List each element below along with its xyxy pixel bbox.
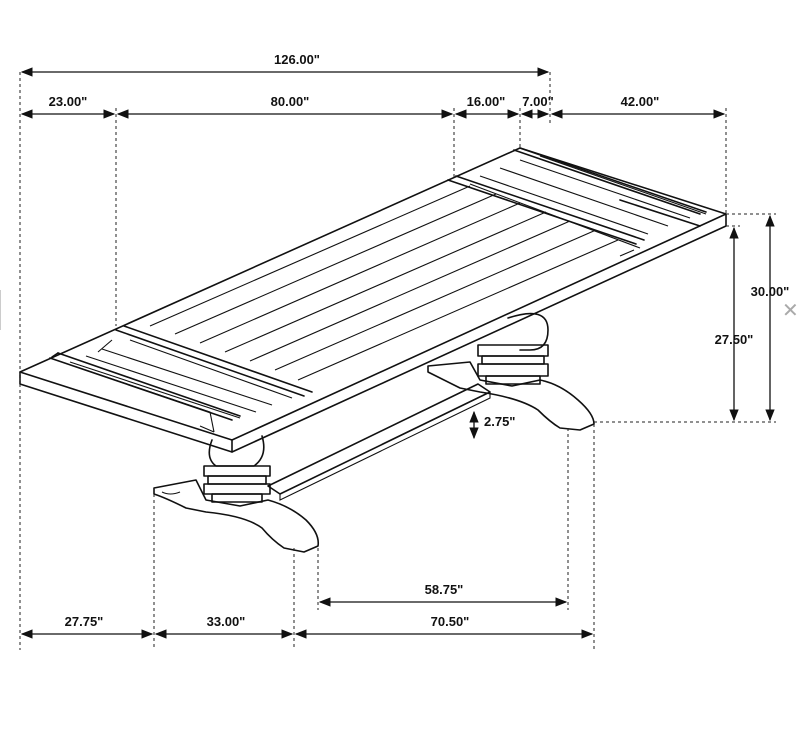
label-bottom-right: 70.50": [431, 614, 470, 629]
label-main-top: 80.00": [271, 94, 310, 109]
label-stretcher-height: 2.75": [484, 414, 515, 429]
label-small-gap: 7.00": [522, 94, 553, 109]
pedestal-front: [153, 435, 320, 553]
label-total-height: 30.00": [751, 284, 790, 299]
pedestal-back: [427, 312, 595, 431]
label-extension-left: 23.00": [49, 94, 88, 109]
label-extension-right: 16.00": [467, 94, 506, 109]
dimension-labels: 126.00" 23.00" 80.00" 16.00" 7.00" 42.00…: [49, 52, 790, 629]
label-overall-length: 126.00": [274, 52, 320, 67]
stretcher: [267, 383, 491, 501]
extension-lines: [19, 72, 776, 650]
table-top: [19, 147, 727, 453]
label-bottom-left: 27.75": [65, 614, 104, 629]
label-depth: 42.00": [621, 94, 660, 109]
close-icon[interactable]: ✕: [782, 298, 799, 322]
label-leg-height: 27.50": [715, 332, 754, 347]
label-bottom-middle: 33.00": [207, 614, 246, 629]
label-stretcher-length: 58.75": [425, 582, 464, 597]
table-illustration: [19, 147, 727, 553]
dimension-lines: [20, 67, 775, 639]
left-edge-divider: [0, 290, 1, 330]
